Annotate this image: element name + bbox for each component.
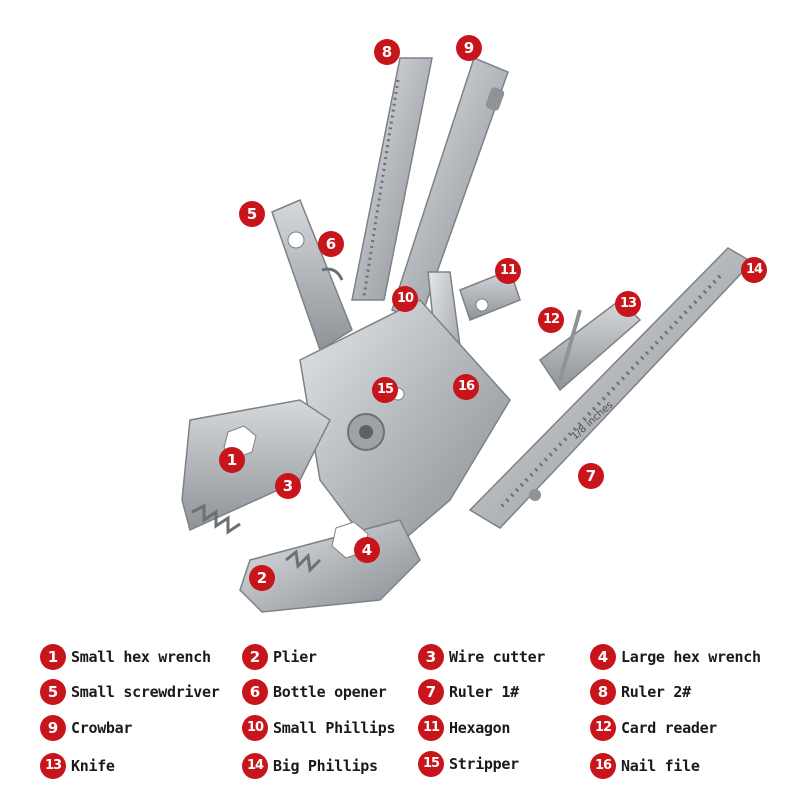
callout-3: 3: [275, 473, 301, 499]
legend-item-3: 3 Wire cutter: [418, 642, 545, 672]
legend-item-16: 16 Nail file: [590, 751, 700, 781]
legend-item-14: 14 Big Phillips: [242, 751, 378, 781]
legend-number: 6: [242, 679, 268, 705]
legend-number: 1: [40, 644, 66, 670]
legend-item-12: 12 Card reader: [590, 713, 717, 743]
callout-6: 6: [318, 231, 344, 257]
legend-number: 5: [40, 679, 66, 705]
plier-upper-jaw: [181, 399, 331, 535]
legend-number: 9: [40, 715, 66, 741]
legend-label: Hexagon: [449, 719, 511, 737]
legend-number: 14: [242, 753, 268, 779]
callout-1: 1: [219, 447, 245, 473]
multitool-body: [299, 299, 511, 562]
legend-label: Crowbar: [71, 719, 133, 737]
legend-number: 3: [418, 644, 444, 670]
legend-label: Card reader: [621, 719, 718, 737]
callout-16: 16: [453, 374, 479, 400]
legend-number: 13: [40, 753, 66, 779]
legend-number: 4: [590, 644, 616, 670]
callout-8: 8: [374, 39, 400, 65]
legend-item-5: 5 Small screwdriver: [40, 677, 220, 707]
legend-item-1: 1 Small hex wrench: [40, 642, 211, 672]
ruler-1-arm: 1/8 inches: [468, 247, 754, 529]
callout-13: 13: [615, 291, 641, 317]
bottle-opener-arm: [271, 199, 353, 352]
legend-label: Wire cutter: [449, 648, 546, 666]
legend-label: Small hex wrench: [71, 648, 211, 666]
callout-10: 10: [392, 286, 418, 312]
legend-number: 10: [242, 715, 268, 741]
legend-item-11: 11 Hexagon: [418, 713, 510, 743]
legend-label: Plier: [273, 648, 317, 666]
callout-5: 5: [239, 201, 265, 227]
legend-item-2: 2 Plier: [242, 642, 317, 672]
callout-15: 15: [372, 377, 398, 403]
legend-label: Nail file: [621, 757, 700, 775]
callout-7: 7: [578, 463, 604, 489]
legend-label: Bottle opener: [273, 683, 387, 701]
legend-item-4: 4 Large hex wrench: [590, 642, 761, 672]
legend-item-9: 9 Crowbar: [40, 713, 132, 743]
legend-number: 2: [242, 644, 268, 670]
legend-number: 15: [418, 751, 444, 777]
multitool-photo: 1/8 inches: [181, 56, 754, 613]
callout-2: 2: [249, 565, 275, 591]
callout-11: 11: [495, 258, 521, 284]
legend-label: Stripper: [449, 755, 519, 773]
legend-number: 7: [418, 679, 444, 705]
legend-number: 11: [418, 715, 444, 741]
legend-label: Ruler 2#: [621, 683, 691, 701]
legend-label: Big Phillips: [273, 757, 378, 775]
callout-14: 14: [741, 257, 767, 283]
ruler-2-blade: [351, 57, 433, 301]
legend-item-13: 13 Knife: [40, 751, 115, 781]
legend-label: Small Phillips: [273, 719, 396, 737]
callout-4: 4: [354, 537, 380, 563]
legend-label: Large hex wrench: [621, 648, 761, 666]
legend-item-10: 10 Small Phillips: [242, 713, 396, 743]
legend-number: 16: [590, 753, 616, 779]
legend-label: Ruler 1#: [449, 683, 519, 701]
legend-label: Small screwdriver: [71, 683, 220, 701]
legend-item-6: 6 Bottle opener: [242, 677, 387, 707]
legend: 1 Small hex wrench 2 Plier 3 Wire cutter…: [0, 636, 800, 800]
legend-item-15: 15 Stripper: [418, 749, 519, 779]
legend-label: Knife: [71, 757, 115, 775]
card-reader-pin: [558, 309, 582, 381]
callout-9: 9: [456, 35, 482, 61]
legend-item-7: 7 Ruler 1#: [418, 677, 519, 707]
legend-number: 8: [590, 679, 616, 705]
callout-12: 12: [538, 307, 564, 333]
legend-item-8: 8 Ruler 2#: [590, 677, 691, 707]
legend-number: 12: [590, 715, 616, 741]
